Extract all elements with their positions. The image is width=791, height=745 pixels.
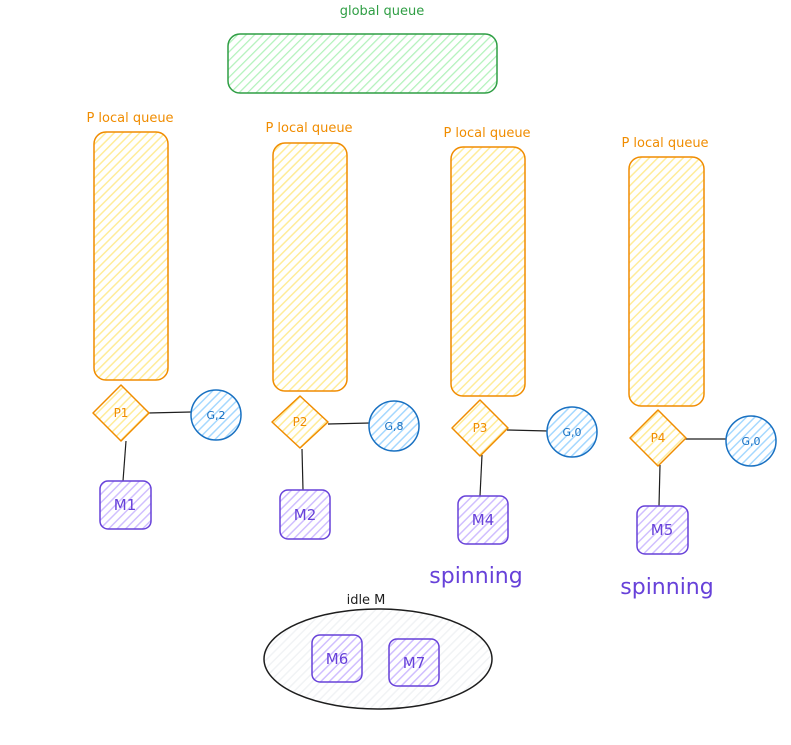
p-m-connector-3: [479, 454, 483, 497]
processor-label-2: P2: [293, 415, 308, 429]
local-queue-box-3: [450, 146, 526, 397]
processor-column-1: P local queue P1 G,2 M1: [86, 111, 242, 530]
p-g-connector-2: [327, 422, 371, 425]
idle-machine-pool: idle M M6 M7: [263, 593, 493, 710]
processor-node-1: [92, 384, 150, 442]
machine-label-1: M1: [114, 496, 137, 514]
goroutine-label-4: G,0: [741, 435, 760, 448]
local-queue-label-3: P local queue: [443, 126, 530, 141]
p-g-connector-1: [147, 411, 192, 414]
p-m-connector-4: [658, 464, 661, 507]
p-m-connector-1: [122, 440, 127, 482]
local-queue-box-1: [93, 131, 169, 381]
processor-label-4: P4: [651, 431, 666, 445]
machine-node-1: [99, 480, 152, 530]
idle-machine-node-1: [311, 634, 363, 683]
goroutine-label-1: G,2: [206, 409, 225, 422]
machine-node-4: [636, 505, 689, 555]
local-queue-label-1: P local queue: [86, 111, 173, 126]
machine-node-3: [457, 495, 509, 545]
p-m-connector-2: [301, 448, 304, 491]
machine-node-2: [279, 489, 331, 540]
machine-label-4: M5: [651, 521, 674, 539]
idle-pool-label: idle M: [347, 593, 386, 608]
p-g-connector-3: [506, 429, 549, 432]
machine-label-2: M2: [294, 506, 317, 524]
idle-machine-node-2: [388, 638, 440, 687]
local-queue-label-4: P local queue: [621, 136, 708, 151]
goroutine-label-3: G,0: [562, 426, 581, 439]
processor-column-4: P local queue P4 G,0 M5 spinning: [620, 136, 777, 600]
goroutine-node-1: [190, 389, 242, 441]
goroutine-node-2: [368, 400, 420, 452]
processor-label-1: P1: [114, 406, 129, 420]
processor-column-3: P local queue P3 G,0 M4 spinning: [429, 126, 598, 589]
goroutine-label-2: G,8: [384, 420, 403, 433]
global-queue-box: [227, 33, 498, 94]
processor-node-2: [271, 395, 329, 449]
goroutine-node-3: [546, 406, 598, 458]
local-queue-box-4: [628, 156, 705, 407]
machine-status-4: spinning: [620, 575, 713, 600]
machine-status-3: spinning: [429, 564, 522, 589]
machine-label-3: M4: [472, 511, 495, 529]
processor-node-4: [629, 409, 687, 467]
idle-machine-label-2: M7: [403, 654, 426, 672]
global-queue-label: global queue: [340, 4, 425, 19]
goroutine-node-4: [725, 415, 777, 467]
local-queue-box-2: [272, 142, 348, 392]
processor-column-2: P local queue P2 G,8 M2: [265, 121, 420, 540]
local-queue-label-2: P local queue: [265, 121, 352, 136]
idle-machine-label-1: M6: [326, 650, 349, 668]
processor-label-3: P3: [473, 421, 488, 435]
idle-pool-ellipse: [263, 608, 493, 710]
processor-node-3: [451, 399, 509, 457]
